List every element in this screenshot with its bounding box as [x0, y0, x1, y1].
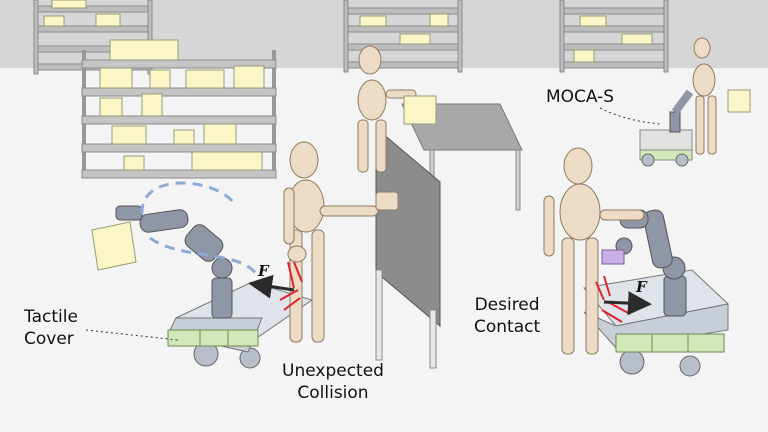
arm-motion-path — [140, 181, 258, 275]
box-icon — [111, 125, 147, 145]
box-icon — [429, 13, 449, 27]
mannequin-icon — [543, 147, 645, 355]
tactile-cover-pointer — [85, 329, 179, 341]
force-label-right: F — [636, 278, 647, 296]
box-icon — [233, 65, 265, 89]
tactile-cover-label: Tactile Cover — [24, 306, 78, 350]
box-icon — [123, 155, 145, 171]
box-icon — [43, 15, 65, 27]
moca-s-pointer — [599, 107, 661, 125]
desired-contact-label: Desired Contact — [474, 294, 540, 338]
box-icon — [173, 129, 195, 145]
box-icon — [579, 15, 607, 27]
box-icon — [727, 89, 751, 113]
desired-contact-line-1: Desired — [474, 295, 540, 315]
mannequin-icon — [692, 37, 717, 155]
force-label-left: F — [258, 262, 269, 280]
box-icon — [621, 33, 653, 45]
force-arrow-left — [248, 274, 295, 299]
box-icon — [51, 0, 87, 9]
desired-contact-line-2: Contact — [474, 317, 541, 337]
mannequin-icon — [283, 141, 399, 343]
box-icon — [359, 15, 387, 27]
contact-pad — [601, 249, 625, 265]
partition-panel — [375, 126, 441, 369]
moca-s-label: MOCA-S — [546, 87, 615, 107]
tactile-cover-right — [615, 333, 725, 353]
box-icon — [403, 95, 437, 125]
tactile-cover-left — [167, 329, 259, 347]
unexpected-collision-line-2: Collision — [297, 383, 369, 403]
box-icon — [99, 97, 123, 117]
box-icon — [573, 49, 595, 63]
force-arrow-right — [603, 291, 652, 316]
mobile-base-icon — [639, 129, 693, 167]
unexpected-collision-line-1: Unexpected — [282, 361, 384, 381]
box-icon — [203, 123, 237, 145]
tactile-cover-line-1: Tactile — [24, 307, 78, 327]
box-icon — [109, 39, 179, 61]
shelf-icon — [343, 0, 463, 73]
shelf-icon — [559, 0, 669, 73]
box-icon — [149, 69, 171, 89]
tactile-cover-line-2: Cover — [24, 329, 74, 349]
box-icon — [95, 13, 121, 27]
robot-arm-icon — [669, 89, 694, 133]
box-icon — [399, 33, 431, 45]
contact-lines-icon — [279, 261, 303, 311]
box-icon — [191, 151, 263, 171]
contact-lines-icon — [595, 275, 631, 323]
box-icon — [91, 221, 137, 271]
unexpected-collision-label: Unexpected Collision — [282, 360, 384, 404]
box-icon — [99, 67, 133, 89]
box-icon — [185, 69, 225, 89]
mannequin-icon — [357, 45, 417, 173]
box-icon — [141, 93, 163, 117]
